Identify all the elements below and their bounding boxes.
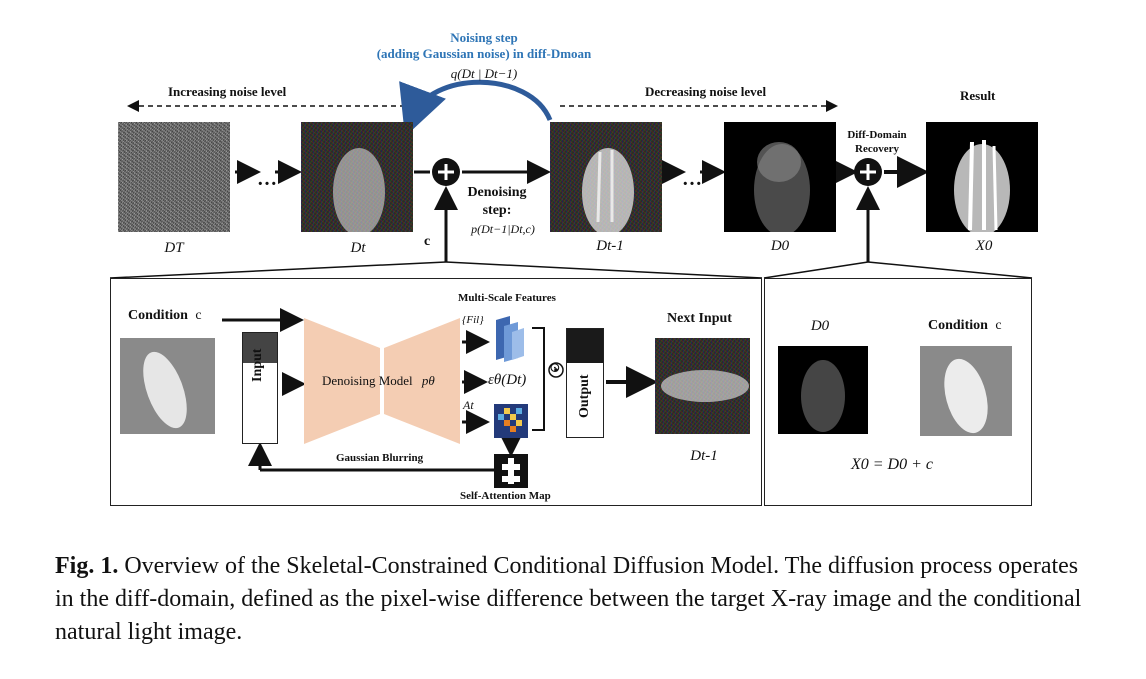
input-label: Input (250, 348, 265, 382)
self-attention-map-label: Self-Attention Map (460, 490, 551, 502)
attention-grid-icon (494, 404, 528, 438)
denoising-formula: p(Dt−1|Dt,c) (471, 222, 535, 236)
denoising-model-shape (304, 318, 460, 444)
recovery-line1: Diff-Domain (847, 129, 907, 141)
c-label: c (424, 234, 431, 249)
ellipsis-right: … (682, 168, 702, 190)
model-label-text: Denoising Model (322, 373, 413, 388)
features-symbol: {Fil} (462, 314, 484, 326)
caption-text: Overview of the Skeletal-Constrained Con… (55, 553, 1082, 645)
label-dT: DT (164, 240, 184, 256)
xray-image-d0 (724, 122, 836, 232)
noisy-foot-image-dt (301, 122, 413, 232)
denoising-model-label: Denoising Model pθ (322, 373, 435, 389)
noising-step-title: Noising step (adding Gaussian noise) in … (377, 30, 592, 62)
condition-photo-right (920, 346, 1012, 436)
label-d0: D0 (770, 238, 790, 254)
feature-maps-icon (496, 316, 524, 362)
input-block (242, 332, 278, 444)
next-input-label: Next Input (667, 311, 732, 326)
denoising-step-label: Denoising step: (467, 184, 526, 220)
figure-caption: Fig. 1. Overview of the Skeletal-Constra… (55, 550, 1095, 649)
output-label: Output (577, 374, 592, 418)
multi-scale-features-label: Multi-Scale Features (458, 292, 556, 304)
denoising-line1: Denoising (467, 185, 527, 200)
condition-right-symbol: c (995, 318, 1002, 333)
condition-photo-left (120, 338, 215, 434)
input-thumbnail (243, 333, 277, 363)
denoising-line2: step: (482, 203, 512, 218)
denoising-detail-panel (110, 278, 762, 506)
decreasing-noise-label: Decreasing noise level (645, 84, 767, 99)
caption-prefix: Fig. 1. (55, 553, 119, 579)
diagram-arrows (109, 79, 1033, 472)
self-attention-map-icon (494, 454, 528, 488)
noising-title-line1: Noising step (450, 30, 518, 45)
attention-symbol: At (463, 398, 474, 412)
noising-formula: q(Dt | Dt−1) (450, 66, 518, 81)
output-thumbnail (567, 329, 603, 363)
condition-text: Condition (128, 308, 188, 323)
next-input-image (655, 338, 750, 434)
label-dt: Dt (350, 240, 366, 256)
noisy-foot-image-dt1 (550, 122, 662, 232)
increasing-noise-label: Increasing noise level (168, 84, 287, 99)
recovery-detail-panel (764, 278, 1032, 506)
odot-symbol: ⊙ (549, 361, 561, 376)
recovery-line2: Recovery (855, 143, 899, 155)
label-x0: X0 (975, 238, 993, 254)
gaussian-blurring-label: Gaussian Blurring (336, 452, 424, 464)
result-label: Result (960, 88, 996, 103)
d0-label-right: D0 (810, 318, 830, 334)
output-block (566, 328, 604, 438)
condition-label-left: Condition c (128, 308, 202, 324)
recovery-equation: X0 = D0 + c (850, 456, 934, 473)
diff-domain-recovery-label: Diff-Domain Recovery (847, 128, 906, 156)
d0-image-right (778, 346, 868, 434)
ellipsis-left: … (257, 168, 277, 190)
condition-symbol: c (195, 308, 202, 323)
noise-image-dT (118, 122, 230, 232)
next-input-symbol: Dt-1 (690, 448, 718, 464)
xray-image-x0 (926, 122, 1038, 232)
label-dt1: Dt-1 (596, 238, 624, 254)
noising-title-line2: (adding Gaussian noise) in diff-Dmoan (376, 46, 592, 61)
condition-right-text: Condition (928, 318, 988, 333)
model-symbol: pθ (421, 373, 435, 388)
condition-label-right: Condition c (928, 318, 1002, 334)
epsilon-symbol: εθ(Dt) (488, 372, 527, 388)
